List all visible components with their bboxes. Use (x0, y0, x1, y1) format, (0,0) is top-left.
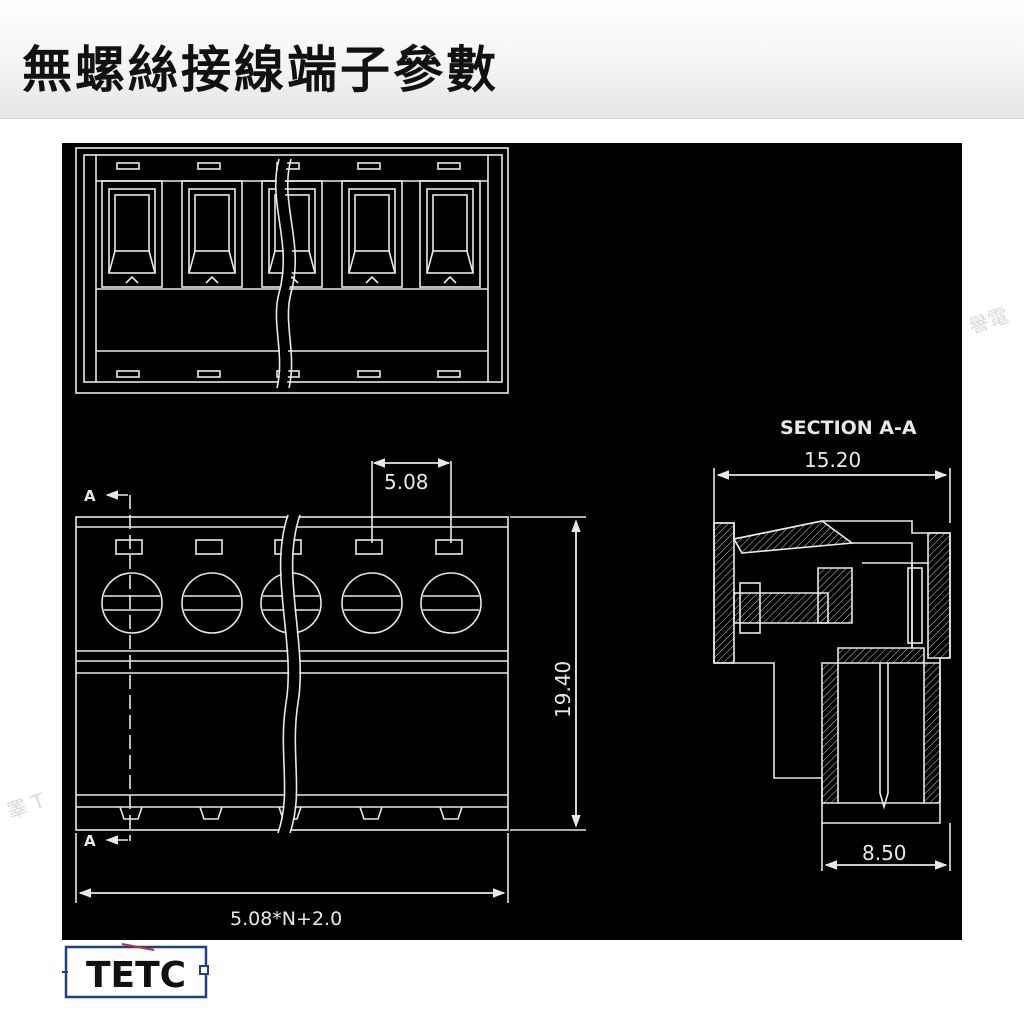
technical-drawing: A A 5.08 19.40 5.08*N+2.0 SECTION A-A 15… (62, 143, 962, 940)
dim-height-lines (510, 516, 586, 831)
watermark-left: 睪 T (3, 788, 49, 824)
top-view-slots (101, 180, 481, 288)
logo-text: TETC (86, 955, 186, 996)
section-marker-top: A (84, 487, 96, 505)
dim-height-label: 19.40 (551, 661, 575, 718)
section-view (713, 468, 951, 871)
drawing-canvas: A A 5.08 19.40 5.08*N+2.0 SECTION A-A 15… (75, 147, 951, 930)
section-label: SECTION A-A (780, 417, 917, 439)
dim-length-label: 5.08*N+2.0 (230, 908, 342, 930)
dim-pitch-label: 5.08 (384, 470, 429, 494)
header-bar: 無螺絲接線端子參數 (0, 0, 1024, 119)
front-view (75, 495, 509, 841)
dim-pitch-lines (371, 458, 452, 543)
top-view (75, 147, 509, 394)
watermark-right: 譽電 (965, 302, 1012, 340)
front-screw-holes (101, 572, 482, 634)
tetc-logo: TETC (62, 942, 212, 1000)
dim-section-base-label: 8.50 (862, 841, 907, 865)
page-title: 無螺絲接線端子參數 (22, 41, 499, 99)
dim-section-width-label: 15.20 (804, 448, 861, 472)
dim-length-lines (75, 833, 509, 903)
section-marker-bottom: A (84, 832, 96, 850)
